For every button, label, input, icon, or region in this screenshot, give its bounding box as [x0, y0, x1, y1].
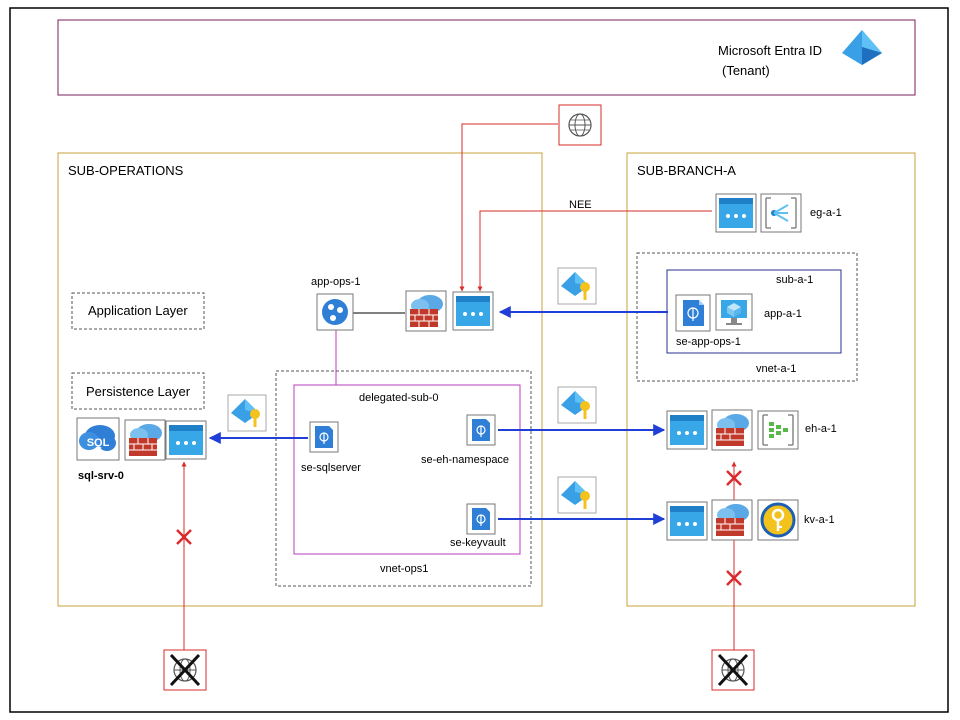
tenant-subtitle: (Tenant) — [722, 63, 770, 78]
nee-line — [477, 210, 712, 292]
blocked-x-icon — [176, 470, 742, 586]
app-a-1-label: app-a-1 — [764, 308, 802, 320]
sql-icon: SQL — [76, 417, 120, 461]
endpoint-app-ops-label: se-app-ops-1 — [676, 336, 741, 348]
globe-icon — [558, 104, 602, 146]
application-layer-box — [71, 292, 205, 330]
firewall-icon — [711, 409, 753, 451]
delegated-subnet-box — [293, 384, 521, 555]
event-hub-icon — [757, 410, 799, 450]
firewall-icon — [405, 290, 447, 332]
endpoint-eh-namespace-label: se-eh-namespace — [421, 454, 510, 466]
app-service-icon — [316, 293, 354, 331]
service-endpoint-icon — [466, 503, 496, 535]
sub-a-1-label: sub-a-1 — [776, 274, 814, 286]
vm-icon — [715, 293, 753, 331]
delegated-subnet-label: delegated-sub-0 — [359, 392, 439, 404]
private-endpoint-icon — [452, 291, 494, 331]
vnet-a-1-box — [636, 252, 858, 382]
endpoint-sqlserver-label: se-sqlserver — [301, 462, 361, 474]
endpoint-keyvault-label: se-keyvault — [450, 537, 506, 549]
sub-branch-box — [626, 152, 916, 607]
sub-branch-title: SUB-BRANCH-A — [637, 163, 736, 178]
managed-identity-icon — [227, 394, 267, 432]
svg-text:SQL: SQL — [87, 437, 110, 449]
private-endpoint-icon — [165, 420, 207, 460]
persistence-layer-label: Persistence Layer — [86, 384, 191, 399]
managed-identity-icon — [557, 386, 597, 424]
private-endpoint-icon — [666, 410, 708, 450]
keyvault-label: kv-a-1 — [804, 514, 835, 526]
tenant-title: Microsoft Entra ID — [718, 43, 823, 58]
vnet-ops1-box — [275, 370, 532, 587]
firewall-icon — [124, 419, 166, 461]
sql-server-label: sql-srv-0 — [78, 470, 124, 482]
vnet-a-1-label: vnet-a-1 — [756, 363, 797, 375]
entra-id-icon — [842, 30, 882, 65]
sub-operations-box — [57, 152, 543, 607]
outer-frame — [9, 7, 949, 713]
blocked-globe-icon — [711, 649, 755, 691]
private-endpoint-icon — [666, 501, 708, 541]
tenant-box — [57, 19, 916, 96]
nee-label: NEE — [569, 199, 592, 211]
eventhub-label: eh-a-1 — [805, 423, 837, 435]
application-layer-label: Application Layer — [88, 303, 188, 318]
service-endpoint-icon — [675, 294, 711, 332]
service-endpoint-icon — [466, 414, 496, 446]
service-endpoint-icon — [309, 421, 339, 453]
persistence-layer-box — [71, 372, 205, 410]
firewall-icon — [711, 499, 753, 541]
blocked-globe-icon — [163, 649, 207, 691]
managed-identity-icon — [557, 267, 597, 305]
app-ops-label: app-ops-1 — [311, 276, 361, 288]
sub-operations-title: SUB-OPERATIONS — [68, 163, 184, 178]
managed-identity-icon — [557, 476, 597, 514]
internet-line-top — [459, 123, 558, 292]
eventgrid-label: eg-a-1 — [810, 207, 842, 219]
event-grid-icon — [760, 193, 802, 233]
private-endpoint-icon — [715, 193, 757, 233]
vnet-ops1-label: vnet-ops1 — [380, 563, 429, 575]
key-vault-icon — [757, 499, 799, 541]
